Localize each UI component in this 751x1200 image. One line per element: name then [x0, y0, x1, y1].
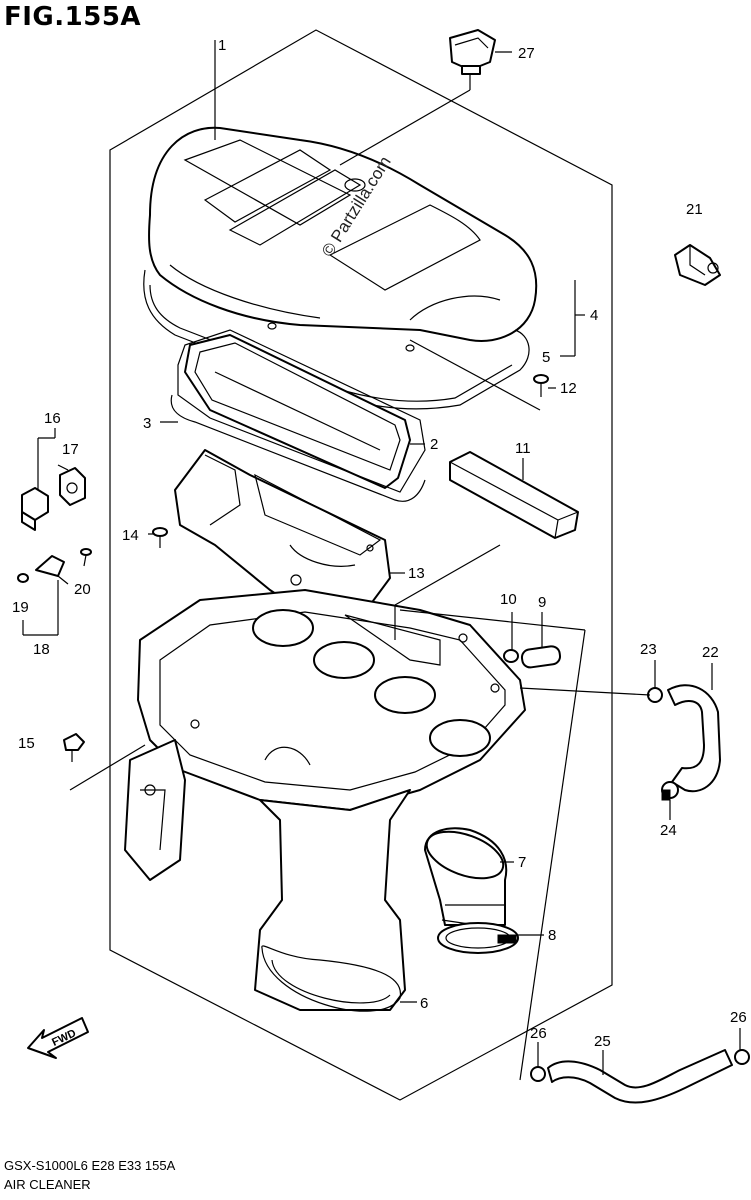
callout-8[interactable]: 8 [548, 927, 556, 944]
callout-18[interactable]: 18 [33, 641, 50, 658]
part-24-hose-clamp[interactable] [661, 781, 679, 801]
part-25-hose[interactable] [547, 1049, 733, 1104]
callout-labels: 1 2 3 4 5 6 7 8 9 10 11 12 13 14 15 16 1… [12, 37, 747, 1050]
callout-26-left[interactable]: 26 [530, 1025, 547, 1042]
callout-25[interactable]: 25 [594, 1033, 611, 1050]
part-1-cleaner-cap[interactable] [148, 126, 538, 352]
part-11-foam-element[interactable] [449, 451, 579, 539]
callout-3[interactable]: 3 [143, 415, 151, 432]
part-12-screw[interactable] [533, 374, 549, 397]
callout-22[interactable]: 22 [702, 644, 719, 661]
callout-14[interactable]: 14 [122, 527, 139, 544]
callout-6[interactable]: 6 [420, 995, 428, 1012]
callout-12[interactable]: 12 [560, 380, 577, 397]
callout-9[interactable]: 9 [538, 594, 546, 611]
callout-13[interactable]: 13 [408, 565, 425, 582]
part-17-sensor-holder[interactable] [59, 467, 86, 506]
fwd-arrow: FWD [27, 1017, 89, 1059]
callout-17[interactable]: 17 [62, 441, 79, 458]
part-23-hose-clamp[interactable] [647, 687, 663, 703]
callout-7[interactable]: 7 [518, 854, 526, 871]
part-3-filter-seal[interactable] [170, 329, 426, 502]
part-20-screw[interactable] [80, 548, 92, 567]
part-19-o-ring[interactable] [17, 573, 29, 583]
part-21-intake-air-temp-sensor[interactable] [674, 244, 721, 286]
assembly-outline [109, 29, 613, 1101]
footer-model-code: GSX-S1000L6 E28 E33 155A [4, 1158, 176, 1173]
callout-10[interactable]: 10 [500, 591, 517, 608]
fwd-label: FWD [50, 1027, 78, 1048]
part-26-clamp-right[interactable] [734, 1049, 750, 1065]
callout-11[interactable]: 11 [515, 440, 531, 457]
callout-5[interactable]: 5 [542, 349, 550, 366]
callout-4[interactable]: 4 [590, 307, 598, 324]
callout-26-right[interactable]: 26 [730, 1009, 747, 1026]
part-7-air-cleaner-boot[interactable] [421, 823, 511, 931]
callout-23[interactable]: 23 [640, 641, 657, 658]
part-22-drain-hose[interactable] [667, 684, 721, 793]
callout-20[interactable]: 20 [74, 581, 91, 598]
callout-27[interactable]: 27 [518, 45, 535, 62]
part-26-clamp-left[interactable] [530, 1066, 546, 1082]
part-2-air-filter-element[interactable] [184, 334, 411, 489]
callout-19[interactable]: 19 [12, 599, 29, 616]
part-18-hose-fitting[interactable] [35, 555, 69, 585]
part-10-clamp[interactable] [503, 649, 519, 663]
callout-leaders [22, 51, 741, 1075]
part-27-plug[interactable] [449, 29, 496, 75]
callout-24[interactable]: 24 [660, 822, 677, 839]
reference-lines [69, 40, 651, 1081]
callout-21[interactable]: 21 [686, 201, 703, 218]
part-15-bolt[interactable] [63, 733, 85, 762]
part-8-clamp[interactable] [437, 922, 519, 954]
callout-15[interactable]: 15 [18, 735, 35, 752]
part-9-cap[interactable] [520, 645, 562, 669]
part-16-sensor[interactable] [21, 487, 49, 531]
part-13-intake-duct[interactable] [174, 449, 391, 611]
callout-2[interactable]: 2 [430, 436, 438, 453]
part-14-screw[interactable] [152, 527, 168, 548]
figure-title: FIG.155A [4, 2, 142, 32]
callout-1[interactable]: 1 [218, 37, 226, 54]
callout-16[interactable]: 16 [44, 410, 61, 427]
footer-section-name: AIR CLEANER [4, 1177, 91, 1192]
part-6-air-cleaner-case[interactable] [124, 589, 526, 1012]
